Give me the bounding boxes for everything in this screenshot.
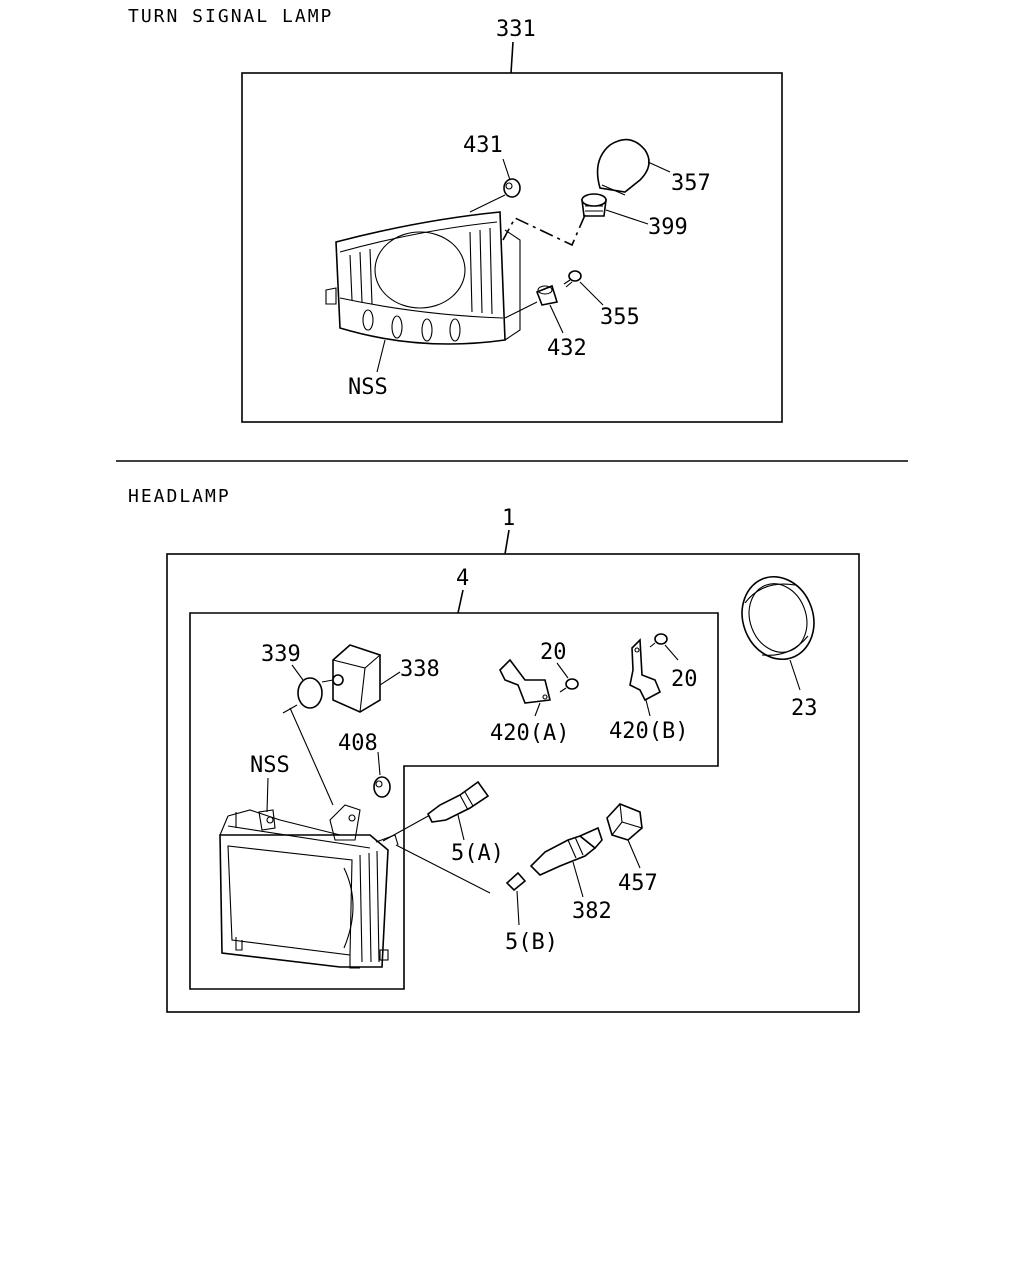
- callout-23[interactable]: 23: [791, 696, 818, 721]
- part-20b-screw[interactable]: [649, 633, 668, 648]
- turn-signal-assembly-frame: [241, 72, 783, 423]
- part-382-bulb[interactable]: [529, 826, 603, 876]
- callout-4[interactable]: 4: [456, 566, 469, 591]
- callout-5a[interactable]: 5(A): [451, 841, 504, 866]
- part-420a-bracket[interactable]: [499, 658, 551, 704]
- callout-457[interactable]: 457: [618, 871, 658, 896]
- part-339-o-ring[interactable]: [297, 677, 323, 709]
- callout-nss-turn[interactable]: NSS: [348, 375, 388, 400]
- turn-signal-title: TURN SIGNAL LAMP: [128, 6, 333, 27]
- callout-382[interactable]: 382: [572, 899, 612, 924]
- callout-355[interactable]: 355: [600, 305, 640, 330]
- callout-nss-headlamp[interactable]: NSS: [250, 753, 290, 778]
- callout-432[interactable]: 432: [547, 336, 587, 361]
- headlamp-title: HEADLAMP: [128, 486, 231, 507]
- callout-20-a[interactable]: 20: [540, 640, 567, 665]
- callout-357[interactable]: 357: [671, 171, 711, 196]
- part-5b-bulb[interactable]: [505, 871, 527, 892]
- callout-399[interactable]: 399: [648, 215, 688, 240]
- part-355-screw[interactable]: [563, 270, 582, 288]
- part-23-cap[interactable]: [731, 567, 826, 670]
- part-399-socket[interactable]: [581, 193, 607, 217]
- part-408-cap[interactable]: [373, 776, 391, 798]
- part-457-socket[interactable]: [606, 803, 643, 841]
- callout-420a[interactable]: 420(A): [490, 721, 569, 746]
- headlamp-section: HEADLAMP 1 4: [128, 486, 860, 1013]
- headlamp-assembly-frame: [166, 553, 860, 1013]
- callout-408[interactable]: 408: [338, 731, 378, 756]
- callout-20-b[interactable]: 20: [671, 667, 698, 692]
- part-20a-screw[interactable]: [559, 678, 579, 693]
- callout-5b[interactable]: 5(B): [505, 930, 558, 955]
- turn-signal-lamp-body[interactable]: [325, 211, 521, 345]
- turn-signal-section: TURN SIGNAL LAMP 331: [128, 6, 783, 423]
- callout-338[interactable]: 338: [400, 657, 440, 682]
- headlamp-subassembly-frame: [189, 612, 719, 990]
- callout-331[interactable]: 331: [496, 17, 536, 42]
- callout-420b[interactable]: 420(B): [609, 719, 688, 744]
- part-338-leveling-motor[interactable]: [321, 644, 381, 713]
- part-432-grommet[interactable]: [535, 284, 559, 306]
- callout-339[interactable]: 339: [261, 642, 301, 667]
- callout-1[interactable]: 1: [502, 506, 515, 531]
- part-431-clip[interactable]: [503, 178, 521, 198]
- part-357-bulb[interactable]: [596, 138, 650, 196]
- callout-431[interactable]: 431: [463, 133, 503, 158]
- part-5a-bulb[interactable]: [426, 780, 490, 823]
- part-420b-bracket[interactable]: [629, 638, 662, 702]
- headlamp-body[interactable]: [219, 804, 399, 969]
